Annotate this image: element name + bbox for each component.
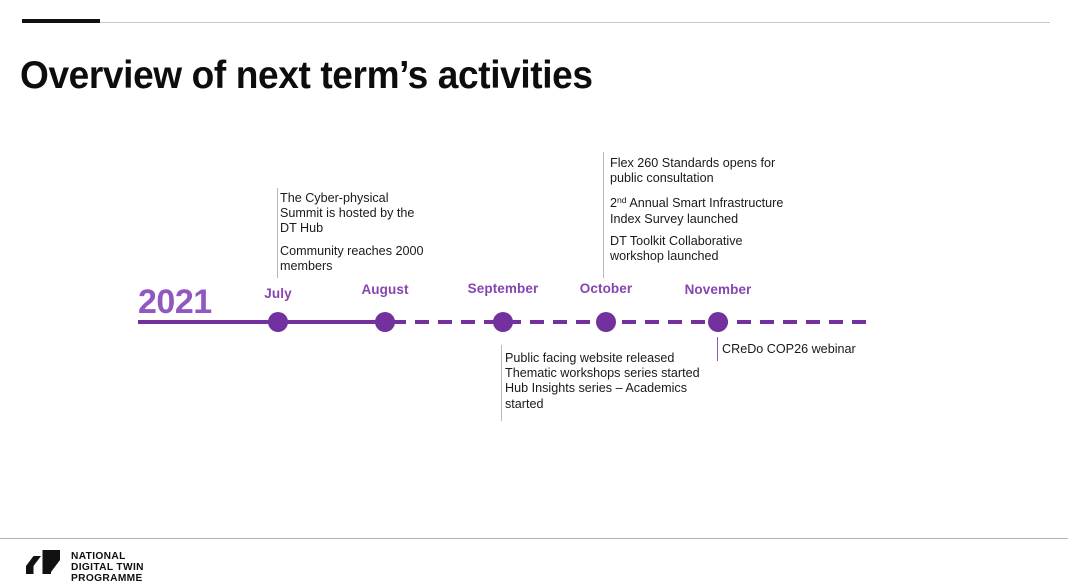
header-divider-line: [22, 22, 1050, 23]
timeline-month-label-july: July: [264, 286, 292, 301]
timeline-connector-july: [277, 188, 278, 278]
footer-logo-line-1: NATIONAL: [71, 551, 126, 562]
timeline-connector-september: [501, 345, 502, 421]
footer-logo: NATIONAL DIGITAL TWIN PROGRAMME: [26, 550, 144, 585]
footer-divider-line: [0, 538, 1068, 539]
timeline-axis-dashed-segment: [392, 320, 874, 324]
callout-paragraph: Flex 260 Standards opens for public cons…: [610, 156, 776, 186]
timeline-month-label-october: October: [579, 281, 633, 296]
callout-paragraph: CReDo COP26 webinar: [722, 342, 856, 356]
footer-logo-line-3: PROGRAMME: [71, 572, 143, 584]
timeline-callout-october: Flex 260 Standards opens for public cons…: [610, 156, 785, 264]
timeline-node-dot-august: [375, 312, 395, 332]
timeline-node-dot-july: [268, 312, 288, 332]
footer-logo-text: NATIONAL DIGITAL TWIN PROGRAMME: [71, 550, 144, 585]
header-accent-bar: [22, 19, 100, 23]
timeline-node-dot-november: [708, 312, 728, 332]
timeline-month-label-september: September: [467, 281, 539, 296]
callout-paragraph: 2nd Annual Smart Infrastructure Index Su…: [610, 195, 784, 226]
timeline-node-dot-september: [493, 312, 513, 332]
timeline-connector-october: [603, 152, 604, 278]
timeline-axis-solid-segment: [138, 320, 392, 324]
callout-paragraph: The Cyber-physical Summit is hosted by t…: [280, 191, 415, 236]
callout-paragraph: DT Toolkit Collaborative workshop launch…: [610, 233, 743, 264]
timeline-year-label: 2021: [138, 283, 212, 321]
callout-paragraph: Community reaches 2000 members: [280, 243, 424, 273]
timeline-connector-november: [717, 337, 718, 361]
page-title: Overview of next term’s activities: [20, 54, 593, 98]
timeline-month-label-november: November: [684, 282, 752, 297]
timeline-callout-november: CReDo COP26 webinar: [722, 342, 902, 357]
callout-paragraph: Public facing website released: [505, 351, 675, 365]
timeline-month-label-august: August: [361, 282, 409, 297]
ndtp-logo-mark-icon: [26, 550, 60, 574]
callout-paragraph: Hub Insights series – Academics started: [505, 381, 687, 411]
callout-paragraph: Thematic workshops series started: [505, 366, 700, 381]
timeline-callout-july: The Cyber-physical Summit is hosted by t…: [280, 191, 430, 274]
timeline-node-dot-october: [596, 312, 616, 332]
footer-logo-line-2: DIGITAL TWIN: [71, 561, 144, 573]
